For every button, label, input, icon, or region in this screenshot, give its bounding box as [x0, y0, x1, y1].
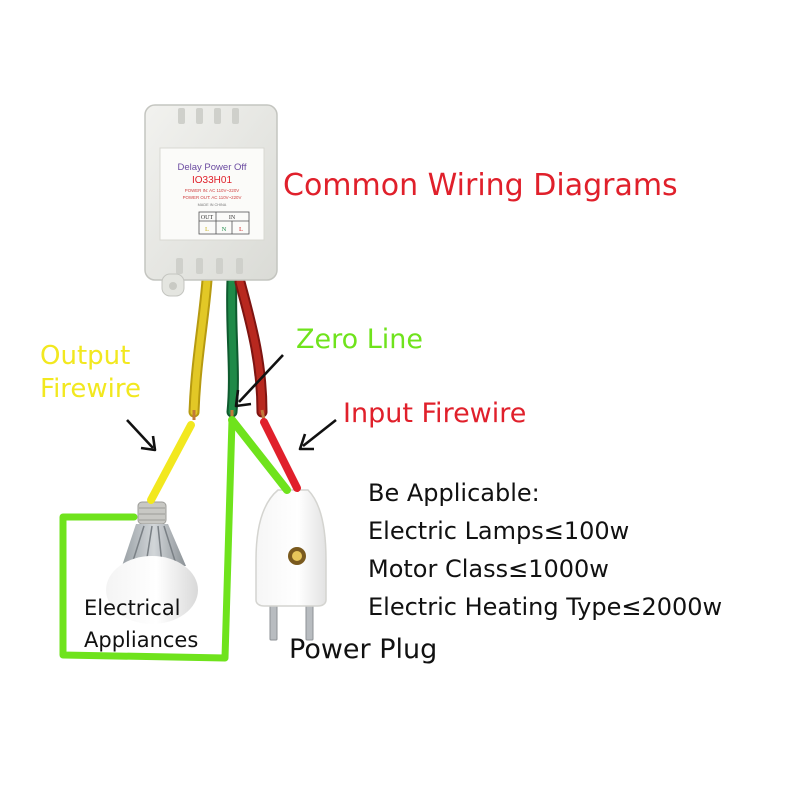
device-name: Delay Power Off [178, 162, 247, 173]
terminal-in-label: IN [229, 215, 236, 221]
diagram-title: Common Wiring Diagrams [283, 168, 678, 203]
device-power-out: POWER OUT: AC 110V~220V [183, 195, 242, 200]
terminal-in-l: L [239, 226, 243, 233]
device-made-in: MADE IN CHINA [198, 203, 227, 207]
output-label-line-1: Output [40, 341, 131, 371]
output-label-line-2: Firewire [40, 374, 142, 404]
applicable-item: Electric Lamps≤100w [368, 517, 630, 545]
output-firewire-label: Output Firewire [40, 340, 141, 406]
applicable-item: Electric Heating Type≤2000w [368, 593, 723, 621]
power-plug-label: Power Plug [289, 634, 438, 665]
zero-line-circuit [59, 416, 291, 662]
device-power-in: POWER IN: AC 110V~220V [185, 188, 240, 193]
power-plug-icon [255, 489, 327, 641]
terminal-n: N [222, 226, 227, 233]
delay-module [144, 104, 278, 297]
light-bulb-icon [106, 501, 198, 624]
appliance-label-line-2: Appliances [84, 628, 199, 652]
appliance-label-line-1: Electrical [84, 596, 181, 620]
terminal-out-l: L [205, 226, 209, 233]
arrow-icon-input [298, 418, 337, 451]
terminal-out-label: OUT [201, 215, 214, 221]
arrow-icon-zero [234, 354, 284, 408]
arrow-icon-output [126, 419, 157, 452]
applicable-heading: Be Applicable: [368, 479, 540, 507]
input-firewire-line [260, 418, 301, 492]
output-firewire-line [147, 421, 195, 504]
red-cable [234, 276, 268, 418]
appliance-label: Electrical Appliances [84, 592, 198, 656]
yellow-cable [188, 274, 213, 418]
applicable-item: Motor Class≤1000w [368, 555, 609, 583]
applicable-list: Be Applicable: Electric Lamps≤100w Motor… [368, 474, 722, 626]
device-model: IO33H01 [192, 175, 232, 186]
input-firewire-label: Input Firewire [343, 398, 527, 429]
green-cable [226, 274, 239, 418]
zero-line-label: Zero Line [296, 324, 423, 355]
